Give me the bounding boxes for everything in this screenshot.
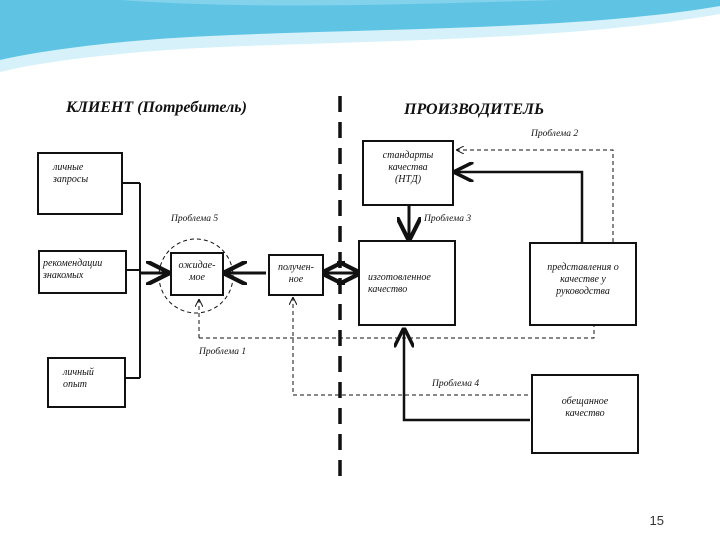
personal-requests-box: личные запросы	[37, 152, 123, 215]
problem4-path	[293, 298, 528, 396]
problem-2-label: Проблема 2	[531, 129, 579, 139]
problem-1-label: Проблема 1	[199, 347, 247, 357]
problem-3-label: Проблема 3	[424, 214, 472, 224]
manufactured-box: изготовленное качество	[358, 240, 456, 326]
problem-4-label: Проблема 4	[432, 379, 480, 389]
problem-5-label: Проблема 5	[171, 214, 219, 224]
promised-to-manufactured-arrow	[404, 330, 530, 422]
standards-label: стандарты качества (НТД)	[382, 150, 434, 185]
producer-heading: ПРОИЗВОДИТЕЛЬ	[404, 101, 545, 118]
management-to-standards-arrow	[456, 172, 584, 244]
management-view-label: представления о качестве у руководства	[547, 262, 619, 297]
recommendations-label: рекомендации знакомых	[43, 258, 103, 281]
expectation-box: ожидае- мое	[170, 252, 224, 296]
personal-requests-label: личные запросы	[53, 162, 89, 185]
standards-box: стандарты качества (НТД)	[362, 140, 454, 206]
problem2-path	[457, 150, 614, 242]
management-view-box: представления о качестве у руководства	[529, 242, 637, 326]
received-label: получен- ное	[278, 262, 314, 285]
promised-box: обещанное качество	[531, 374, 639, 454]
personal-experience-label: личный опыт	[63, 367, 94, 390]
promised-label: обещанное качество	[561, 396, 609, 419]
client-heading: КЛИЕНТ (Потребитель)	[66, 99, 247, 116]
expectation-label: ожидае- мое	[178, 260, 216, 283]
header-wave	[0, 0, 720, 72]
received-box: получен- ное	[268, 254, 324, 296]
personal-experience-box: личный опыт	[47, 357, 126, 408]
page-number: 15	[649, 513, 664, 528]
problem1-bottom-line	[199, 326, 595, 339]
recommendations-box: рекомендации знакомых	[38, 250, 127, 294]
manufactured-label: изготовленное качество	[368, 272, 431, 295]
wave-highlight	[120, 0, 560, 6]
wave-dark	[0, 0, 720, 60]
